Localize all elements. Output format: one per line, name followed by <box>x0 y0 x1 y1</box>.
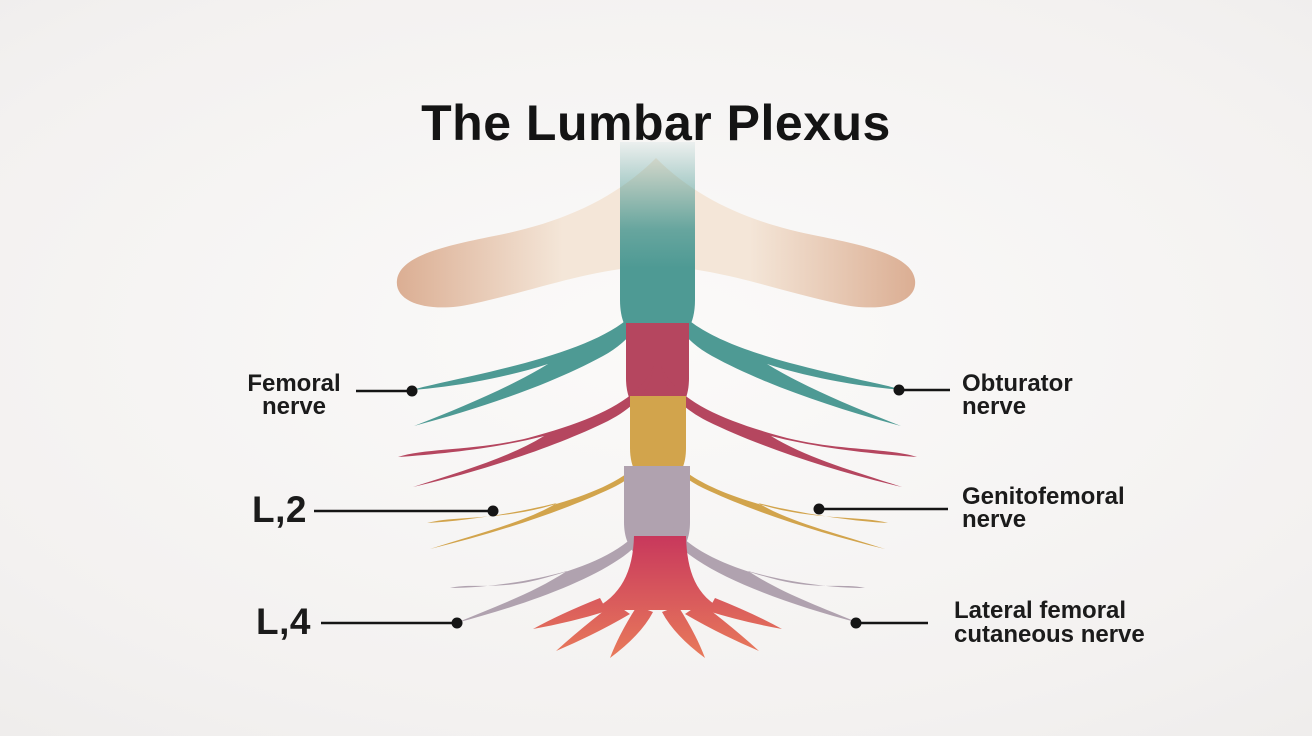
coral-root-spike <box>556 603 630 651</box>
leader-dot-l2 <box>487 505 499 517</box>
coral-root-spike <box>708 598 782 629</box>
label-femoral-line1: Femoral <box>247 370 341 397</box>
label-genitofemoral-line2: nerve <box>962 506 1027 533</box>
nerve-level-crimson <box>398 323 917 487</box>
coral-root-spike <box>533 598 607 629</box>
teal-branch-right <box>665 290 903 426</box>
coral-root-spike <box>610 606 653 658</box>
page-title: The Lumbar Plexus <box>421 94 891 151</box>
leader-dots <box>406 384 905 629</box>
teal-branch-left <box>412 290 650 426</box>
leader-dot-femoral <box>406 385 418 397</box>
spinal-trunk-teal <box>412 142 903 426</box>
label-lateral-femoral-cutaneous-nerve: Lateral femoral cutaneous nerve <box>954 599 1145 647</box>
label-genitofemoral-nerve: Genitofemoral nerve <box>962 483 1125 533</box>
coral-root-spike <box>662 606 705 658</box>
label-femoral-line2: nerve <box>261 393 327 420</box>
coral-root-spike <box>685 603 759 651</box>
label-genitofemoral-line1: Genitofemoral <box>962 483 1125 510</box>
label-lateral-line1: Lateral femoral <box>954 597 1127 624</box>
label-obturator-line1: Obturator <box>962 370 1073 397</box>
nerve-level-gold <box>427 396 888 549</box>
label-l2-root: L,2 <box>252 489 307 530</box>
label-femoral-nerve: Femoral nerve <box>223 370 365 420</box>
label-obturator-nerve: Obturator nerve <box>962 370 1073 420</box>
root-fan-coral <box>533 536 782 658</box>
leader-lines <box>314 388 950 625</box>
leader-dot-obturator <box>893 384 905 396</box>
leader-dot-lateral <box>850 617 862 629</box>
nerve-level-mauve <box>450 466 865 623</box>
leader-dot-genitofemoral <box>813 503 825 515</box>
label-obturator-line2: nerve <box>962 393 1027 420</box>
gold-branch-left <box>427 438 656 549</box>
label-l4-root: L,4 <box>256 601 311 642</box>
label-lateral-line2: cutaneous nerve <box>954 621 1145 648</box>
gold-branch-right <box>659 438 888 549</box>
leader-dot-l4 <box>451 617 463 629</box>
